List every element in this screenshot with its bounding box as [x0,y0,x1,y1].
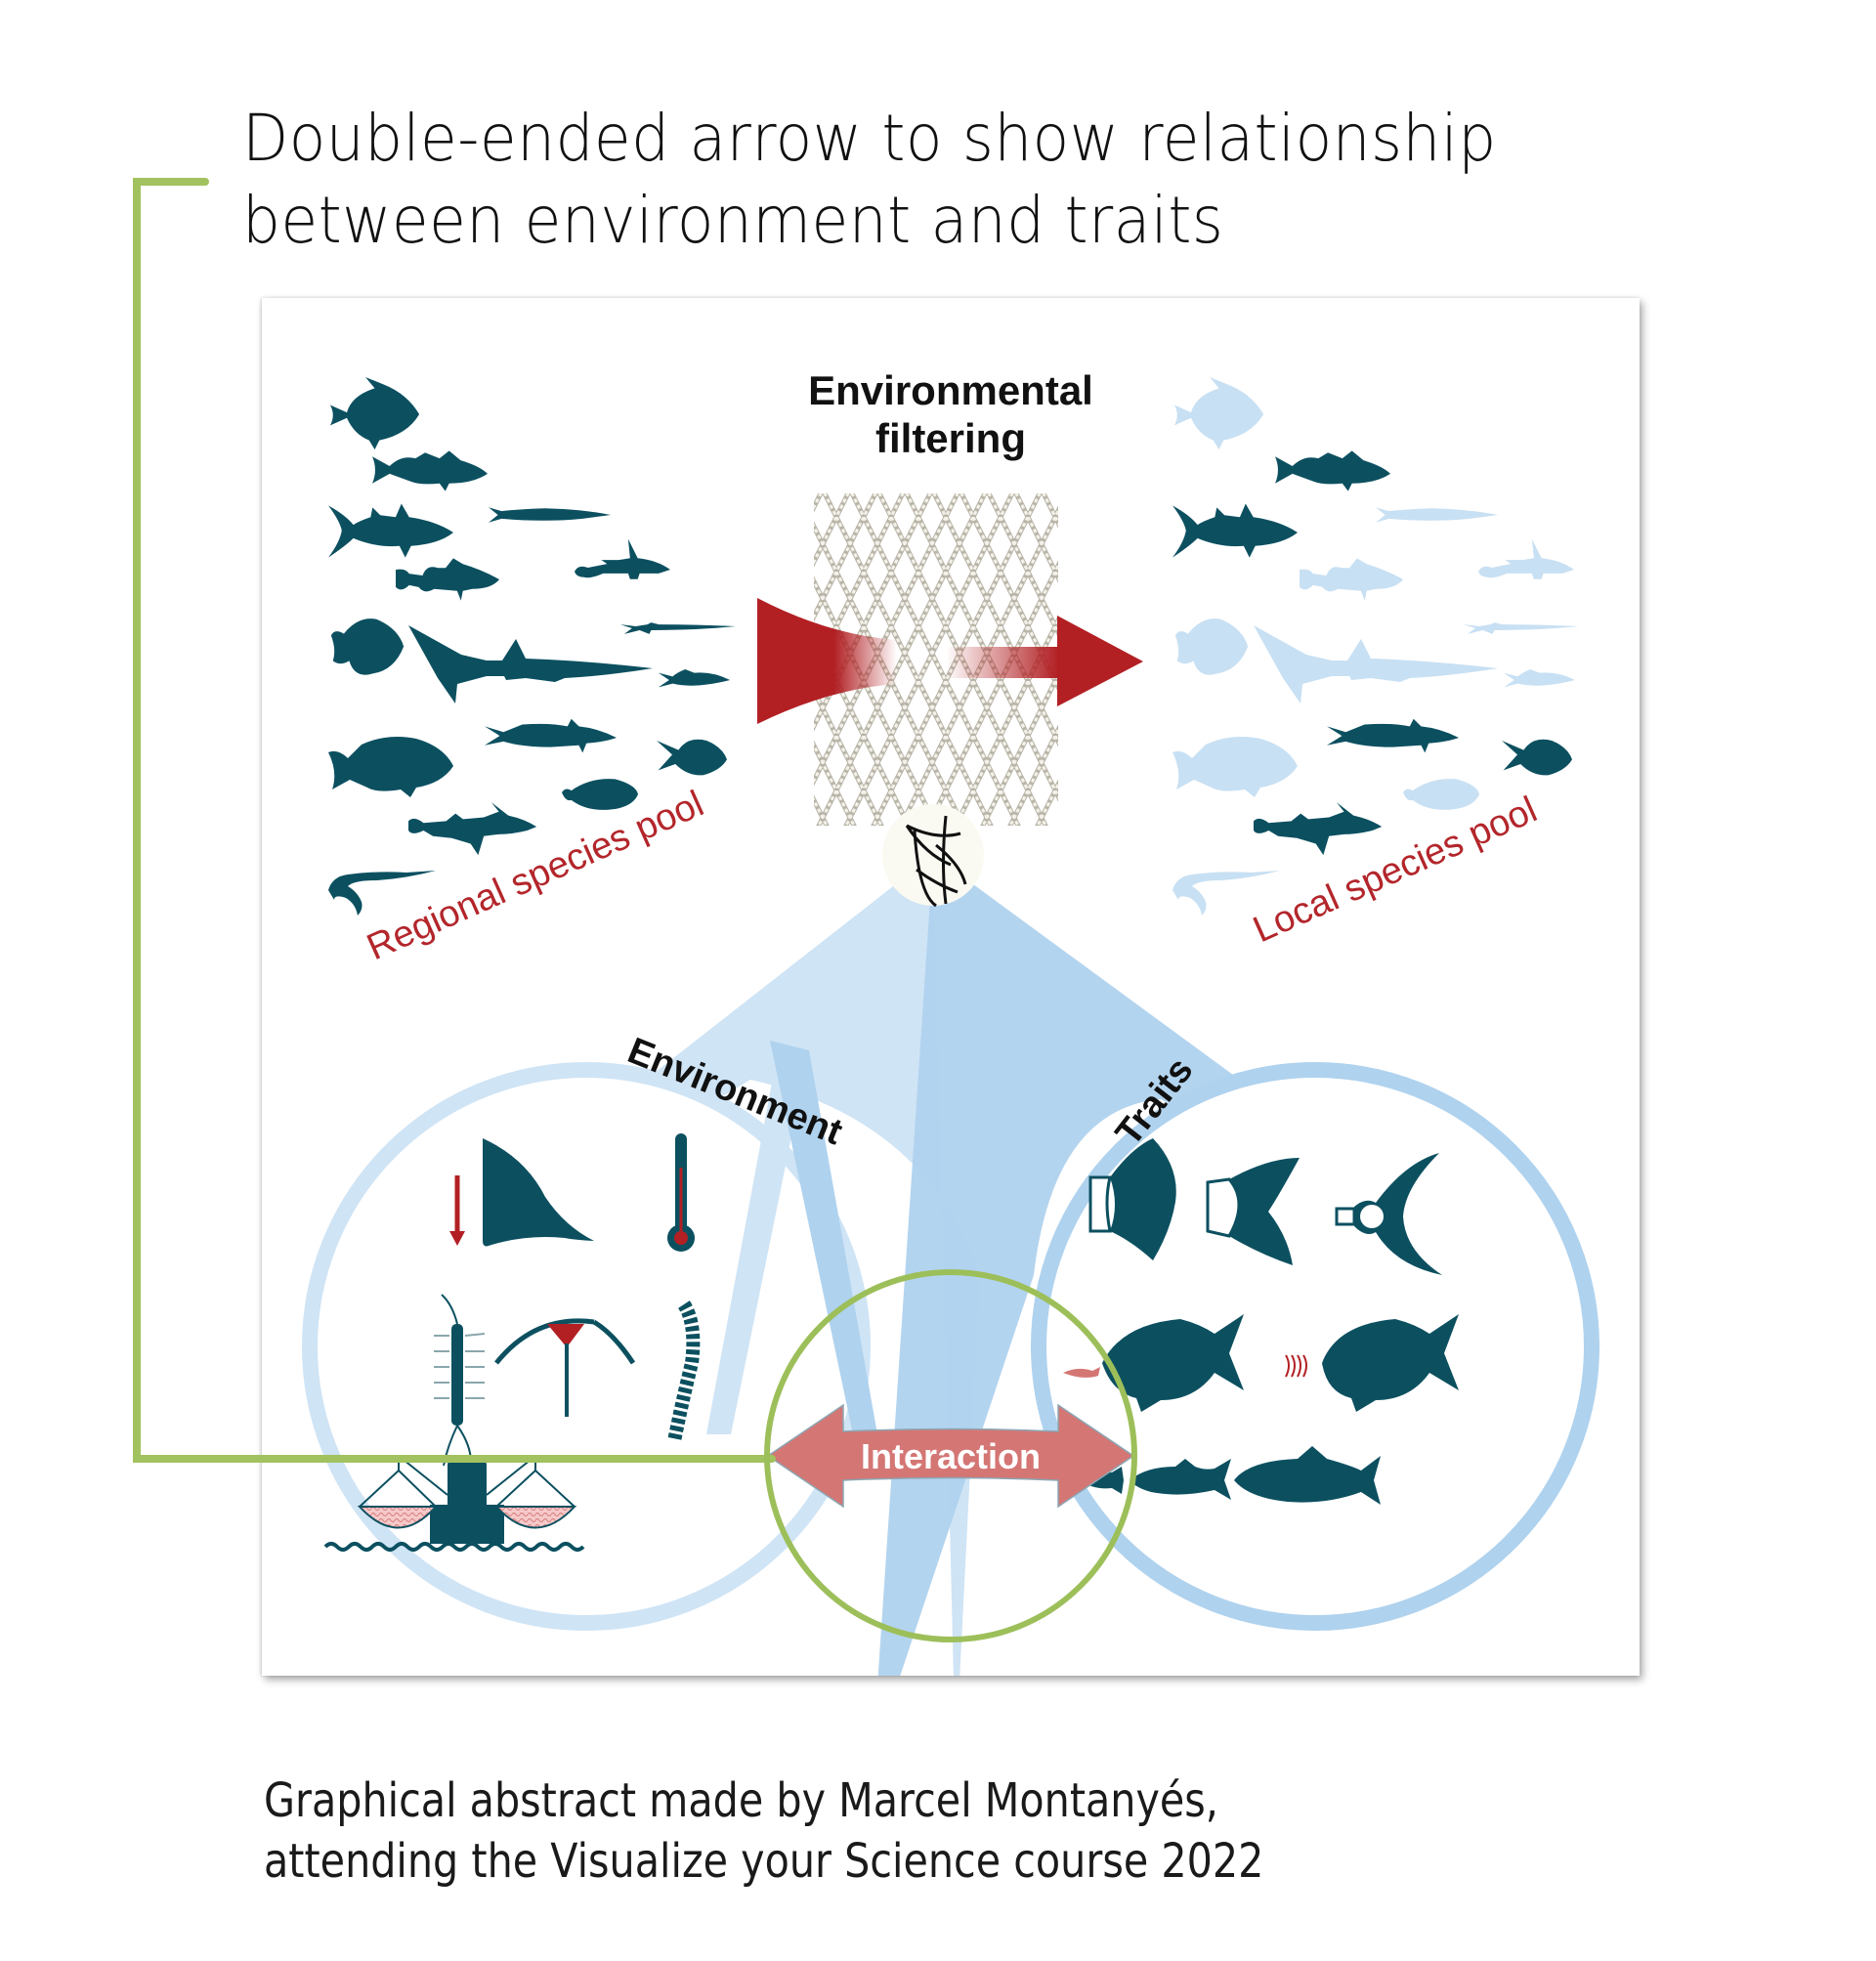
fish-grouper-icon [328,737,453,797]
trawler-fishing-icon [323,1455,585,1552]
filtering-arrow [757,598,1143,724]
interaction-label: Interaction [861,1436,1041,1476]
annotation-line-1: Double-ended arrow to show relationship [242,101,1497,176]
fish-needlefish-icon [1464,622,1579,634]
graphical-abstract-figure: Environmental filtering Regional species… [302,367,1602,1676]
caption-line-1: Graphical abstract made by Marcel Montan… [264,1773,1218,1828]
fish-mackerel-icon [485,718,617,753]
fish-sculpin-icon [1300,558,1404,601]
medium-body-size-icon [1130,1459,1231,1500]
fish-flatfish-icon [330,618,405,675]
rope-knot-detail [882,804,984,908]
fish-cod-icon [372,450,488,491]
fish-sole-icon [1403,779,1479,810]
fish-sole-icon [562,779,638,810]
forked-caudal-fin-icon [1206,1158,1300,1265]
annotation-text: Double-ended arrow to show relationship … [242,98,1605,262]
rounded-caudal-fin-icon [1088,1138,1176,1260]
figure-title-line-2: filtering [875,415,1026,461]
caption: Graphical abstract made by Marcel Montan… [264,1770,1440,1892]
environment-cone [306,855,980,1676]
fish-dragonet-icon [575,538,670,579]
fish-mackerel-icon [1327,718,1459,753]
fish-anchovy-icon [658,669,731,688]
caption-line-2: attending the Visualize your Science cou… [264,1834,1264,1889]
figure-title-line-1: Environmental [808,367,1093,413]
fish-shark-icon [1254,625,1498,703]
fish-tuna-icon [1172,503,1298,558]
large-body-size-icon [1234,1446,1381,1505]
piscivore-fish-icon [1102,1314,1244,1412]
fish-needlefish-icon [620,622,736,634]
fish-anchovy-icon [1503,669,1576,688]
fish-seabream-icon [657,739,727,776]
local-species-pool-label: Local species pool [1248,789,1544,952]
fish-barracuda-icon [1376,507,1498,523]
prey-invertebrate-icon [1285,1354,1307,1378]
fish-barracuda-icon [489,507,611,523]
fish-grouper-icon [1172,737,1298,797]
fish-john-dory-icon [1173,377,1264,450]
fish-shark-icon [408,625,653,703]
benthivore-fish-icon [1322,1314,1459,1412]
lunate-caudal-fin-icon [1335,1153,1442,1275]
filtering-arrow-head [1057,616,1143,706]
fish-flatfish-icon [1174,618,1249,675]
fish-anglerfish-icon [1254,802,1383,856]
fish-sculpin-icon [396,558,500,601]
fish-john-dory-icon [329,377,420,450]
fish-cod-icon [1275,450,1390,491]
filtering-arrow-shaft [946,647,1058,678]
trait-icons [1063,1138,1459,1505]
annotation-line-2: between environment and traits [242,183,1224,258]
fish-seabream-icon [1502,739,1572,776]
fish-anglerfish-icon [408,802,537,856]
fish-tuna-icon [328,503,453,558]
fish-dragonet-icon [1478,538,1574,579]
regional-species-pool-label: Regional species pool [362,784,710,969]
traits-cone [877,855,1602,1676]
graphical-abstract-panel: Environmental filtering Regional species… [262,298,1640,1676]
filtering-arrow-tail [757,598,897,724]
